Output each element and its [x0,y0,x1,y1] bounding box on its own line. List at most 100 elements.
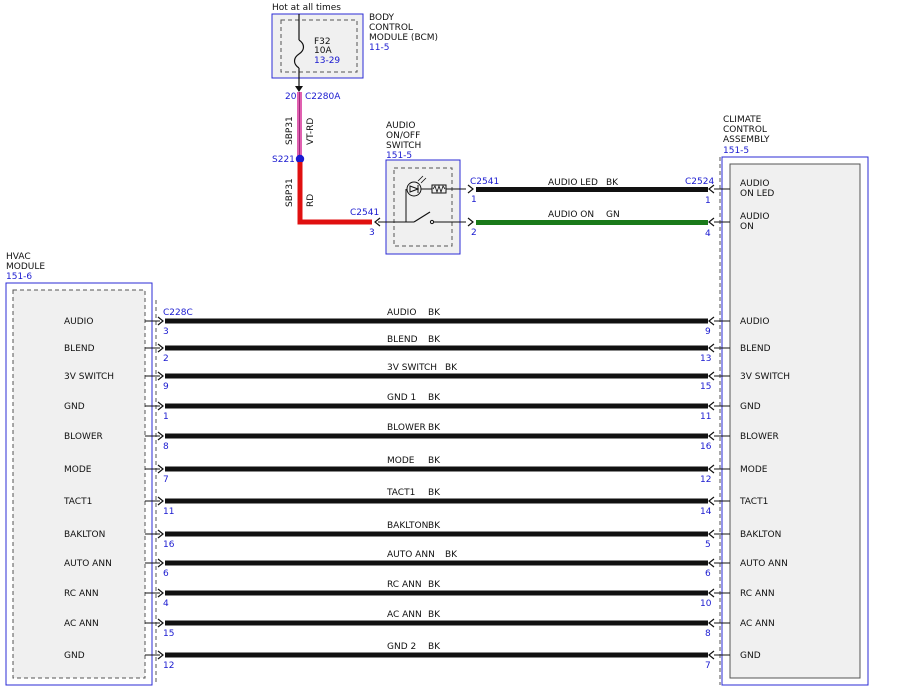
climate-pin-number: 6 [705,569,711,579]
climate-pin-label: 3V SWITCH [740,372,790,382]
climate-pin-arrow-icon [708,431,715,441]
audio-led-wire [476,187,708,192]
hvac-pin-label: GND [64,402,85,412]
audio-switch-group: AUDIO ON/OFF SWITCH 151-5 C2541 3 C2541 … [350,121,499,255]
climate-pin-label: AC ANN [740,619,775,629]
audio-led-wire-label: AUDIO LED [548,178,598,188]
bcm-pin: 20 [285,92,297,102]
hvac-pin-number: 11 [163,507,174,517]
bcm-connector: C2280A [305,92,341,102]
climate-top-pin-1: 1 [705,196,711,206]
hvac-pin-arrow-icon [157,464,164,474]
hvac-pin-label: BLEND [64,344,95,354]
audio-led-wire-color: BK [606,178,619,188]
climate-pin-number: 11 [700,412,711,422]
switch-inner-box [393,167,453,247]
hvac-pin-number: 15 [163,629,174,639]
vt-rd-circuit: SBP31 [285,116,295,145]
climate-pin-label: MODE [740,465,768,475]
climate-pin-number: 13 [700,354,711,364]
bcm-ref: 11-5 [369,43,389,53]
vt-rd-color: VT-RD [306,118,316,145]
wire-color: BK [428,488,441,498]
switch-pin2-arrow-icon [467,217,474,227]
hvac-pin-arrow-icon [157,588,164,598]
wire-color: BK [428,308,441,318]
bcm-inner-box [280,19,358,73]
climate-top-label-1a: AUDIO [740,179,769,189]
audio-on-wire-color: GN [606,210,620,220]
hvac-pin-arrow-icon [157,401,164,411]
hvac-pin-arrow-icon [157,496,164,506]
climate-pin-label: BLOWER [740,432,779,442]
switch-pin-1: 1 [471,195,477,205]
hvac-pin-arrow-icon [157,431,164,441]
hvac-pin-label: BLOWER [64,432,103,442]
switch-pin1-arrow-icon [467,184,474,194]
bus-wire [165,560,708,566]
climate-pin-label: TACT1 [739,497,768,507]
bus-wire [165,620,708,626]
hvac-pin-arrow-icon [157,618,164,628]
climate-title-2: CONTROL [723,125,767,135]
wire-color: BK [428,521,441,531]
bcm-group: Hot at all times BODY CONTROL MODULE (BC… [271,3,438,102]
switch-ref: 151-5 [386,151,412,161]
wire-name: AUTO ANN [387,550,435,560]
wire-name: TACT1 [386,488,415,498]
wire-name: 3V SWITCH [387,363,437,373]
audio-on-wire [476,220,708,225]
climate-top-label-2b: ON [740,222,754,232]
wire-color: BK [428,335,441,345]
fuse-rating: 10A [314,46,332,56]
climate-top-label-2a: AUDIO [740,212,769,222]
bus-wire [165,531,708,537]
climate-pin-number: 16 [700,442,712,452]
hvac-pin-number: 4 [163,599,169,609]
wire-color: BK [445,363,458,373]
hvac-connector: C228C [163,308,193,318]
climate-pin-number: 9 [705,327,711,337]
wire-name: AC ANN [387,610,422,620]
climate-pin-arrow-icon [708,343,715,353]
climate-pin-label: AUTO ANN [740,559,788,569]
switch-connector-right: C2541 [470,177,499,187]
switch-pin-2: 2 [471,228,477,238]
climate-pin-arrow-icon [708,464,715,474]
climate-pin-label: RC ANN [740,589,775,599]
bus-wire [165,433,708,439]
bcm-pin-arrow-icon [295,86,303,92]
hvac-pin-number: 8 [163,442,169,452]
hvac-inner-box [12,289,146,679]
hvac-pin-label: BAKLTON [64,530,105,540]
climate-pin-number: 7 [705,661,711,671]
climate-pin-number: 15 [700,382,711,392]
climate-pin-arrow-icon [708,371,715,381]
hvac-pin-label: AC ANN [64,619,99,629]
bus-wire [165,652,708,658]
hvac-pin-number: 1 [163,412,169,422]
hvac-pin-arrow-icon [157,558,164,568]
bus-wire [165,373,708,379]
hvac-pin-label: 3V SWITCH [64,372,114,382]
wire-color: BK [428,456,441,466]
rd-color: RD [306,194,316,207]
climate-pin-arrow-icon [708,316,715,326]
bcm-title-1: BODY [369,13,395,23]
climate-pin-label: BAKLTON [740,530,781,540]
climate-pin-arrow-icon [708,650,715,660]
climate-pin-label: BLEND [740,344,771,354]
climate-pin-number: 5 [705,540,711,550]
wire-color: BK [428,393,441,403]
hvac-pin-label: AUDIO [64,317,93,327]
hvac-pin-number: 9 [163,382,169,392]
climate-pin-arrow-icon [708,588,715,598]
climate-group: CLIMATE CONTROL ASSEMBLY 151-5 C2524 1 4… [685,115,869,686]
wire-color: BK [428,580,441,590]
wire-color: BK [428,610,441,620]
hvac-pin-number: 3 [163,327,169,337]
wire-color: BK [428,423,441,433]
led-rays-icon [417,175,427,184]
hvac-pin-label: AUTO ANN [64,559,112,569]
